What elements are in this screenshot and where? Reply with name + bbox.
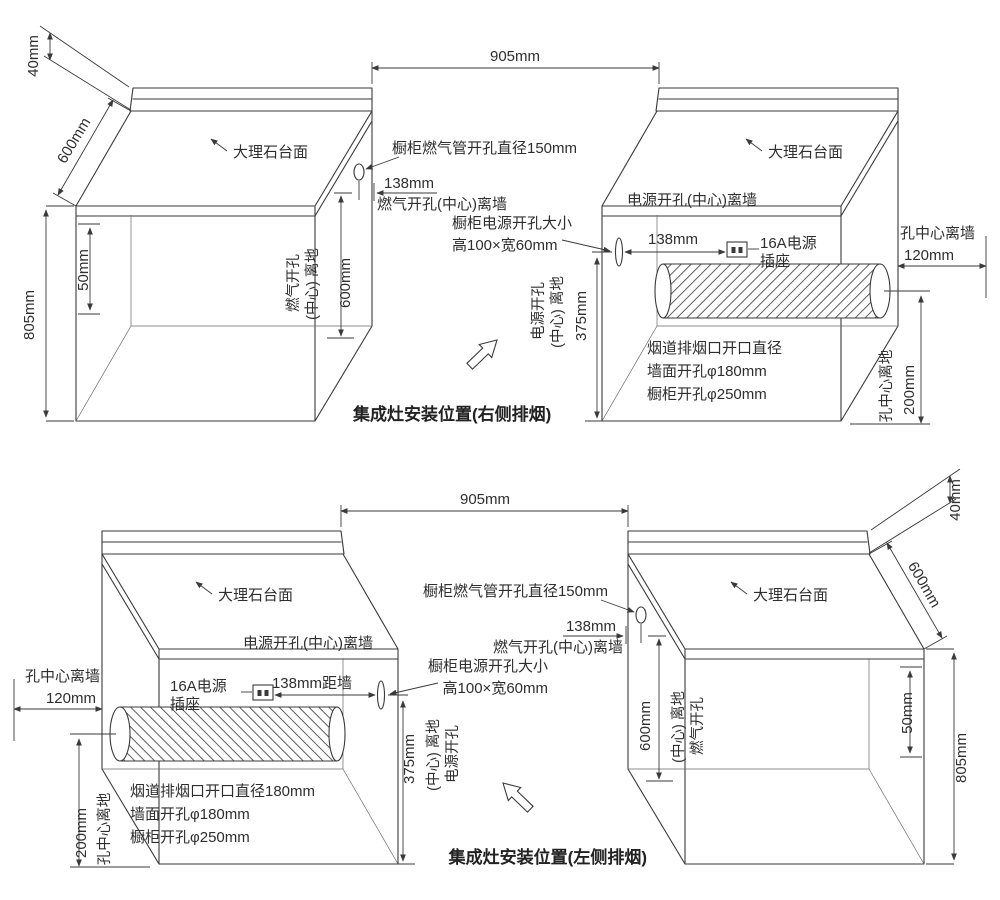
duct-hole-label-2: 墙面开孔φ180mm [647,363,767,380]
socket-label-1: 16A电源 [170,678,227,695]
power-floor-label-2: (中心) 离地 [425,719,442,791]
top-diagram-labels: 40mm 905mm 600mm 50mm 805mm 大理石台面 大理石台面 … [21,35,975,424]
duct-wall-distance-value: 120mm [904,247,954,264]
duct-floor-label: 孔中心离地 [878,350,895,423]
gas-floor-label-1: 燃气开孔 [284,254,302,312]
gas-floor-value: 600mm [337,258,354,308]
socket-label-2: 插座 [760,253,790,270]
duct-wall-distance-label: 孔中心离墙 [25,668,100,685]
gas-wall-distance-label: 燃气开孔(中心)离墙 [377,195,507,213]
dim-label-805: 805mm [21,290,38,340]
dim-label-905: 905mm [490,48,540,65]
dim-label-50: 50mm [75,249,92,291]
marble-label-leaders [195,138,763,595]
power-wall-distance-label: 电源开孔(中心)离墙 [243,635,373,652]
socket-label-2: 插座 [170,696,200,713]
power-hole-size-label-1: 橱柜电源开孔大小 [452,215,572,232]
duct-wall-distance-value: 120mm [46,690,96,707]
dim-label-40: 40mm [25,35,42,77]
marble-countertop-label: 大理石台面 [233,144,308,161]
gas-floor-label-1: 燃气开孔 [688,697,706,755]
dim-label-600-depth: 600mm [54,115,94,167]
gas-wall-distance-value: 138mm [566,618,616,635]
dim-label-905: 905mm [460,491,510,508]
dim-label-50: 50mm [899,692,916,734]
marble-countertop-label: 大理石台面 [768,144,843,161]
power-hole-size-label-2: 高100×宽60mm [443,680,548,697]
gas-wall-distance-value: 138mm [384,175,434,192]
bottom-diagram-labels: 40mm 905mm 600mm 50mm 805mm 大理石台面 大理石台面 … [25,479,970,867]
gas-floor-label-2: (中心) 离地 [304,248,321,320]
duct-hole-label-2: 墙面开孔φ180mm [130,806,250,823]
dim-label-600-depth: 600mm [904,559,944,611]
marble-countertop-label: 大理石台面 [218,587,293,604]
dim-label-805: 805mm [953,733,970,783]
duct-floor-value: 200mm [73,808,90,858]
power-floor-value: 375mm [401,734,418,784]
gas-pipe-hole-label: 橱柜燃气管开孔直径150mm [392,139,577,157]
bottom-caption: 集成灶安装位置(左侧排烟) [448,847,647,867]
gas-wall-distance-label: 燃气开孔(中心)离墙 [493,638,623,656]
power-floor-label-1: 电源开孔 [530,282,547,340]
power-floor-label-1: 电源开孔 [444,725,461,783]
power-wall-distance-value: 138mm距墙 [272,675,352,692]
duct-hole-label-3: 橱柜开孔φ250mm [130,829,250,846]
duct-floor-label: 孔中心离地 [96,793,113,866]
socket-label-1: 16A电源 [760,235,817,252]
power-wall-distance-value: 138mm [648,231,698,248]
gas-pipe-hole-label: 橱柜燃气管开孔直径150mm [423,582,608,600]
power-floor-label-2: (中心) 离地 [549,276,566,348]
duct-floor-value: 200mm [901,365,918,415]
power-floor-value: 375mm [573,291,590,341]
duct-hole-label-1: 烟道排烟口开口直径180mm [130,783,315,800]
duct-wall-distance-label: 孔中心离墙 [900,225,975,242]
power-wall-distance-label: 电源开孔(中心)离墙 [627,192,757,209]
dim-label-40: 40mm [947,479,964,521]
gas-floor-label-2: (中心) 离地 [670,691,687,763]
power-hole-size-label-1: 橱柜电源开孔大小 [428,658,548,675]
top-caption: 集成灶安装位置(右侧排烟) [352,404,551,424]
gas-floor-value: 600mm [637,701,654,751]
power-hole-size-label-2: 高100×宽60mm [452,237,557,254]
duct-hole-label-3: 橱柜开孔φ250mm [647,386,767,403]
marble-countertop-label: 大理石台面 [753,587,828,604]
duct-hole-label-1: 烟道排烟口开口直径 [647,340,782,357]
